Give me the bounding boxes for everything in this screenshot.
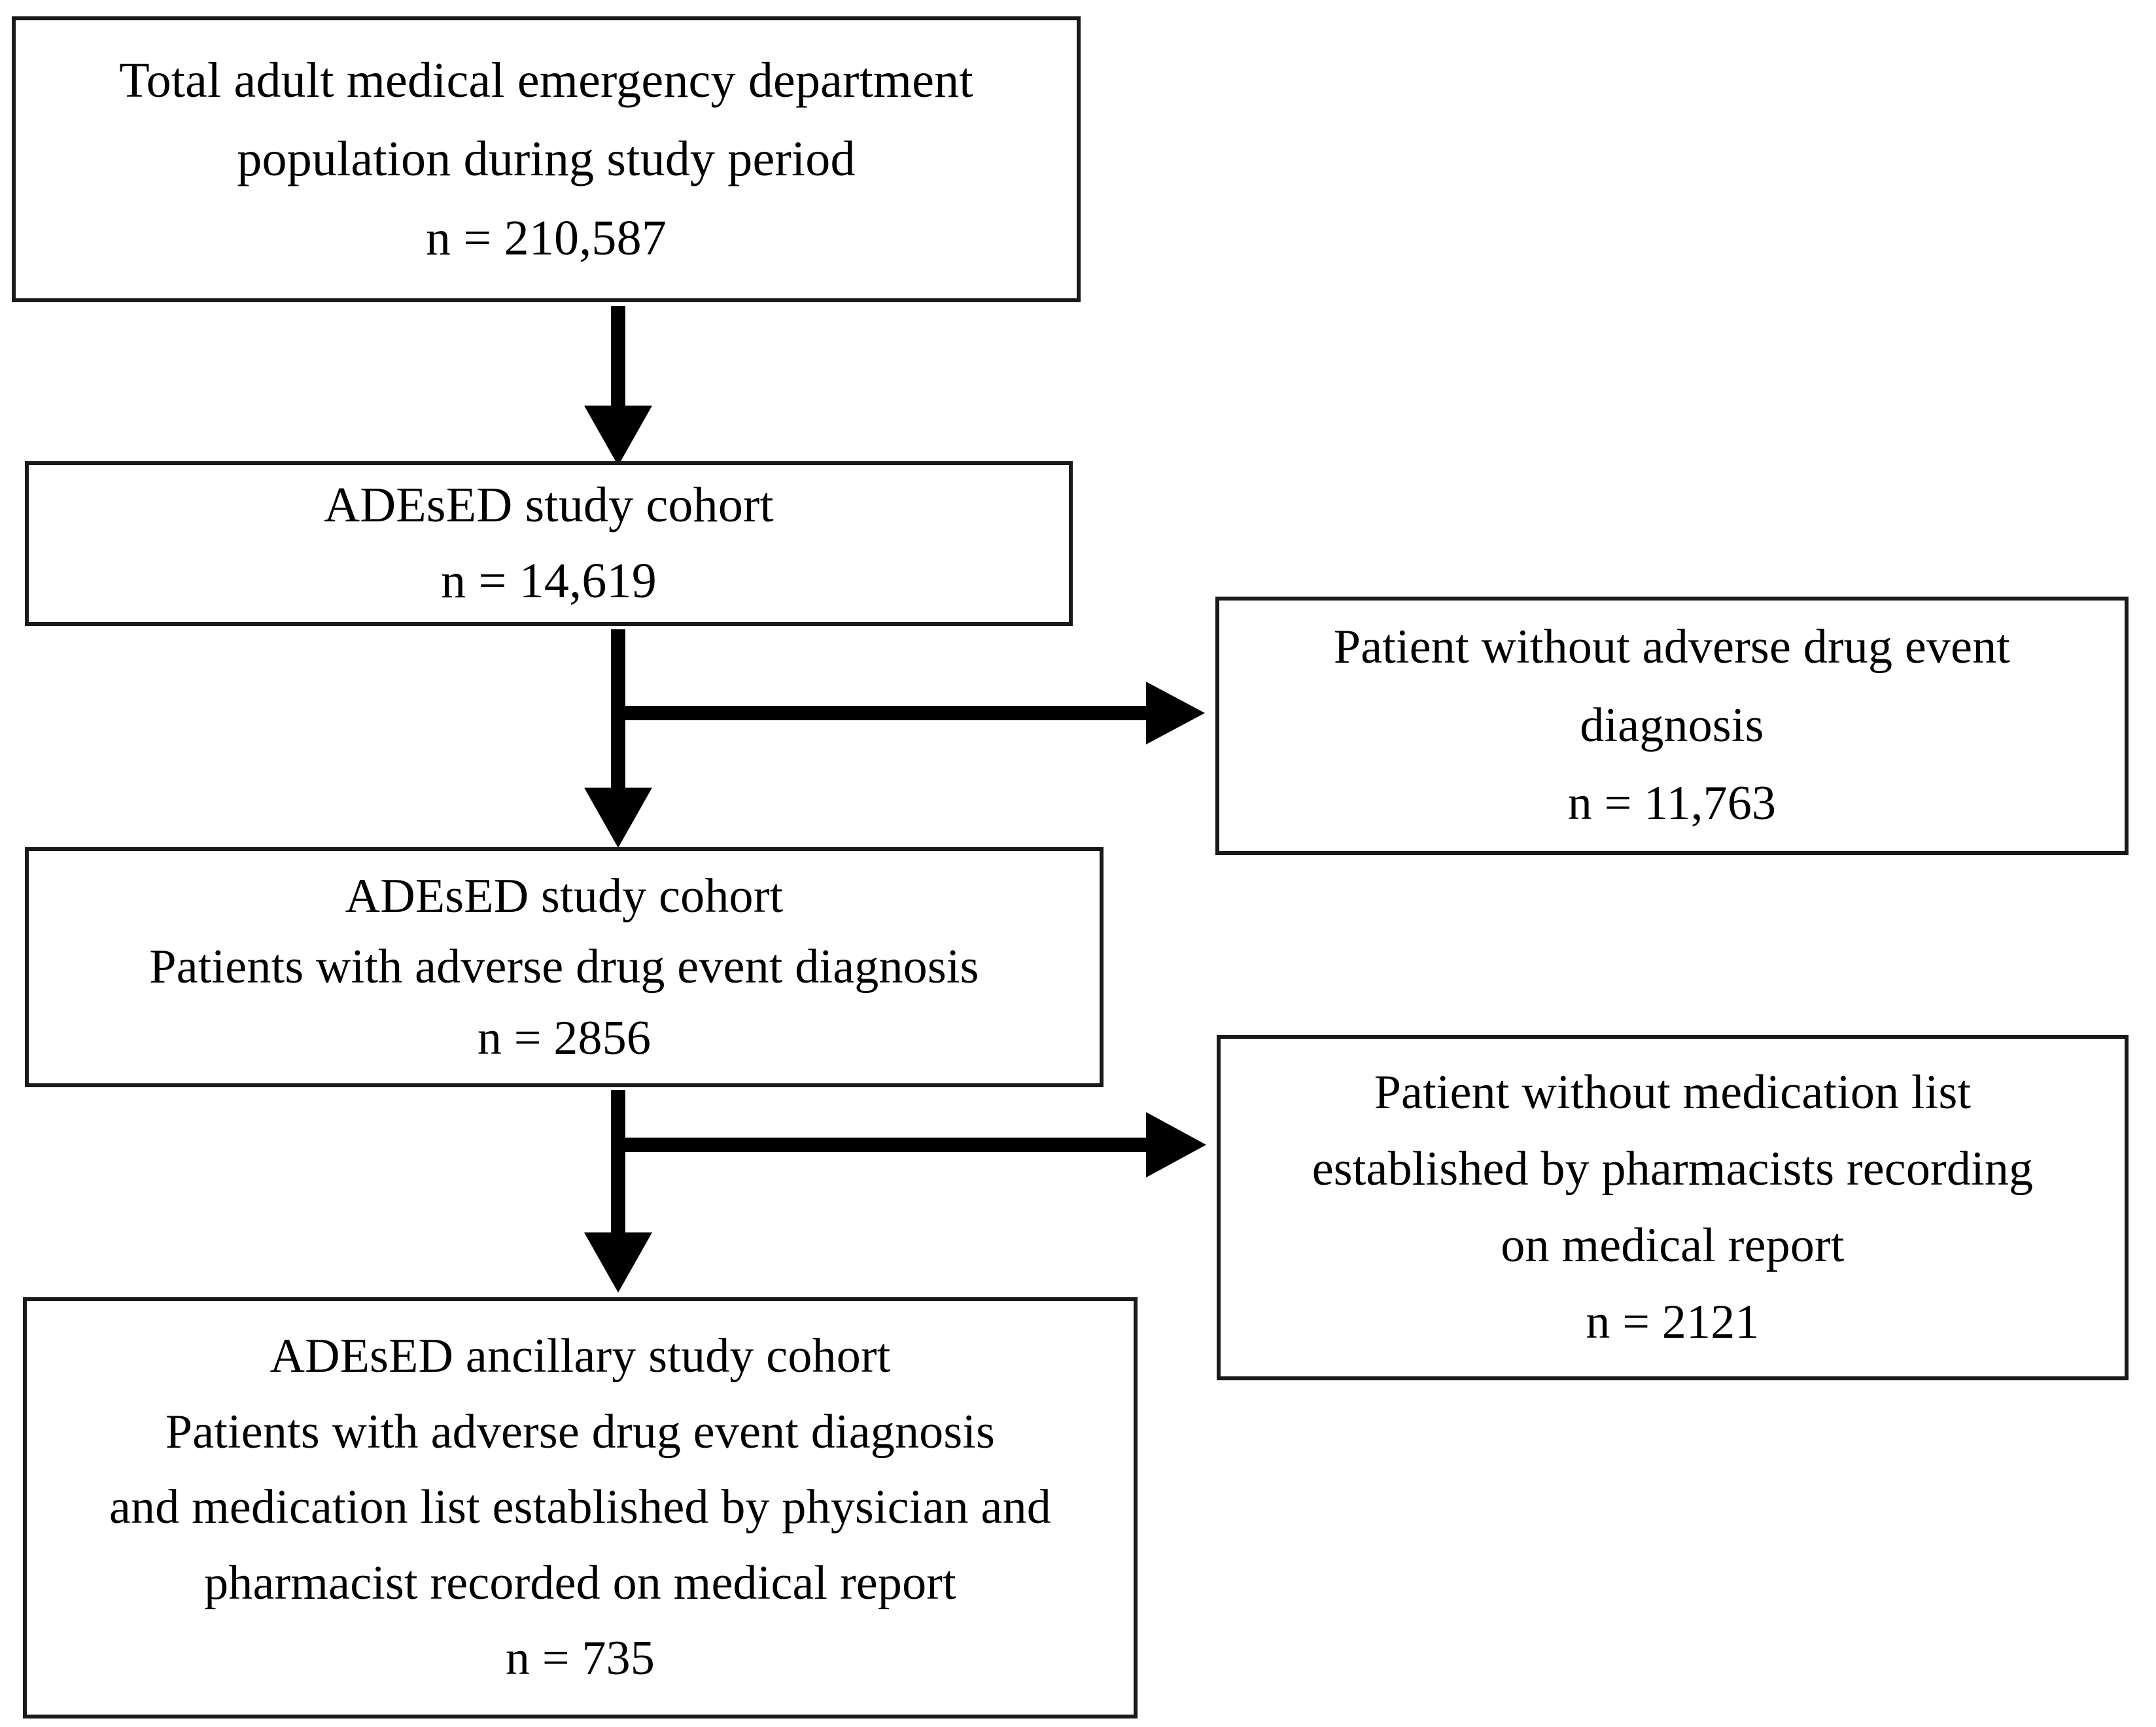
node-excluded-no-list[interactable]: Patient without medication list establis… xyxy=(1217,1035,2129,1380)
node-cohort-ancillary[interactable]: ADEsED ancillary study cohort Patients w… xyxy=(23,1297,1138,1718)
node-line: pharmacist recorded on medical report xyxy=(204,1556,956,1610)
arrow-cohort-ade-to-cohort-ancillary xyxy=(584,1090,652,1293)
node-count-label: n = 2856 xyxy=(477,1011,652,1065)
arrow-cohort-ade-to-excluded-no-list xyxy=(618,1112,1206,1178)
node-line: Patients with adverse drug event diagnos… xyxy=(165,1404,996,1459)
node-line: Patients with adverse drug event diagnos… xyxy=(149,940,979,994)
node-line: on medical report xyxy=(1501,1219,1845,1272)
node-count-label: n = 14,619 xyxy=(441,553,657,608)
node-count-label: n = 210,587 xyxy=(425,210,667,266)
node-line: Total adult medical emergency department xyxy=(119,53,973,109)
node-line: Patient without adverse drug event xyxy=(1333,619,2011,674)
arrow-cohort-all-to-excluded-no-ade xyxy=(618,682,1205,744)
node-line: established by pharmacists recording xyxy=(1312,1142,2034,1196)
node-line: population during study period xyxy=(237,131,856,187)
node-line: ADEsED study cohort xyxy=(324,478,774,533)
node-line: Patient without medication list xyxy=(1374,1066,1972,1120)
node-excluded-no-ade[interactable]: Patient without adverse drug event diagn… xyxy=(1215,597,2129,855)
node-line: and medication list established by physi… xyxy=(109,1480,1051,1535)
node-line: ADEsED study cohort xyxy=(345,869,784,924)
node-count-label: n = 11,763 xyxy=(1567,776,1777,831)
node-cohort-all[interactable]: ADEsED study cohort n = 14,619 xyxy=(25,461,1073,626)
arrow-total-to-cohort-all xyxy=(584,306,652,466)
node-count-label: n = 2121 xyxy=(1586,1295,1760,1349)
node-total-population[interactable]: Total adult medical emergency department… xyxy=(12,16,1081,302)
node-count-label: n = 735 xyxy=(505,1631,655,1686)
node-line: ADEsED ancillary study cohort xyxy=(270,1329,891,1384)
arrow-cohort-all-to-cohort-ade xyxy=(584,629,652,848)
node-cohort-ade[interactable]: ADEsED study cohort Patients with advers… xyxy=(25,847,1104,1087)
node-line: diagnosis xyxy=(1580,698,1764,752)
